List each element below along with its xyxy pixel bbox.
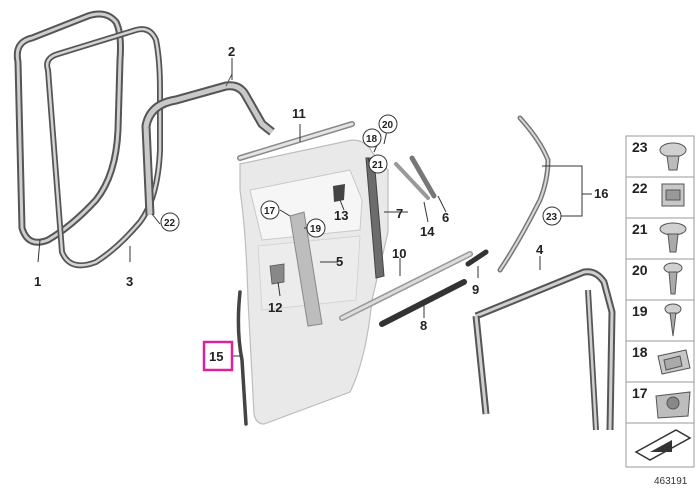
callout-16: 16 (594, 186, 608, 201)
callout-10: 10 (392, 246, 406, 261)
part-9-short-strip (465, 249, 489, 267)
callout-2: 2 (228, 44, 235, 59)
fastener-19-tapping-screw (664, 303, 682, 337)
direction-arrow-icon (634, 429, 692, 461)
circled-callout-17: 17 (260, 200, 280, 220)
part-8-belt-seal (379, 279, 467, 327)
callout-7: 7 (396, 206, 403, 221)
legend-label-21: 21 (632, 221, 648, 237)
legend-label-22: 22 (632, 180, 648, 196)
circled-callout-19: 19 (306, 218, 326, 238)
fastener-23-push-clip (659, 142, 687, 171)
callout-11: 11 (292, 106, 306, 121)
fastener-22-spring-clip (661, 183, 685, 207)
svg-text:21: 21 (372, 160, 384, 171)
circled-callout-22-left: 22 (160, 212, 180, 232)
part-6-channel-strip (409, 155, 437, 199)
svg-text:17: 17 (264, 206, 276, 217)
fastener-21-expanding-rivet (659, 222, 687, 253)
legend-label-17: 17 (632, 385, 648, 401)
callout-13: 13 (334, 208, 348, 223)
part-2-window-frame-seal (141, 73, 275, 216)
part-5-pillar-trim (289, 211, 323, 327)
svg-text:19: 19 (310, 224, 322, 235)
callout-15-highlight-box (202, 340, 234, 372)
svg-text:18: 18 (366, 134, 378, 145)
svg-text:23: 23 (546, 212, 558, 223)
legend-label-18: 18 (632, 344, 648, 360)
part-13-clip (333, 184, 345, 202)
callout-8: 8 (420, 318, 427, 333)
legend-label-19: 19 (632, 303, 648, 319)
part-3-inner-seal (44, 26, 163, 269)
callout-4: 4 (536, 242, 544, 257)
legend-label-20: 20 (632, 262, 648, 278)
callout-1: 1 (34, 274, 41, 289)
part-12-clip (269, 263, 285, 285)
circled-callout-23: 23 (542, 206, 562, 226)
svg-text:22: 22 (164, 218, 176, 229)
diagram-reference-number: 463191 (654, 476, 688, 487)
circled-callout-18: 18 (362, 128, 382, 148)
callout-14: 14 (420, 224, 435, 239)
leader-lines (37, 58, 592, 357)
circled-callout-20: 20 (378, 114, 398, 134)
legend-label-23: 23 (632, 139, 648, 155)
callout-12: 12 (268, 300, 282, 315)
part-14-channel-strip (394, 162, 430, 200)
fastener-17-clip-housing (655, 391, 691, 419)
callout-6: 6 (442, 210, 449, 225)
fastener-20-screw (663, 262, 683, 295)
callout-9: 9 (472, 282, 479, 297)
part-15-edge-seal (236, 290, 248, 426)
callout-15: 15 (209, 349, 223, 364)
callout-5: 5 (336, 254, 343, 269)
fastener-legend: 23 22 21 20 19 18 17 (625, 135, 695, 468)
fastener-18-bracket-clip (657, 349, 691, 375)
part-4-glass-channel (472, 268, 616, 431)
svg-text:20: 20 (382, 120, 394, 131)
part-1-outer-seal (13, 10, 124, 246)
circled-callout-21: 21 (368, 154, 388, 174)
callout-3: 3 (126, 274, 133, 289)
